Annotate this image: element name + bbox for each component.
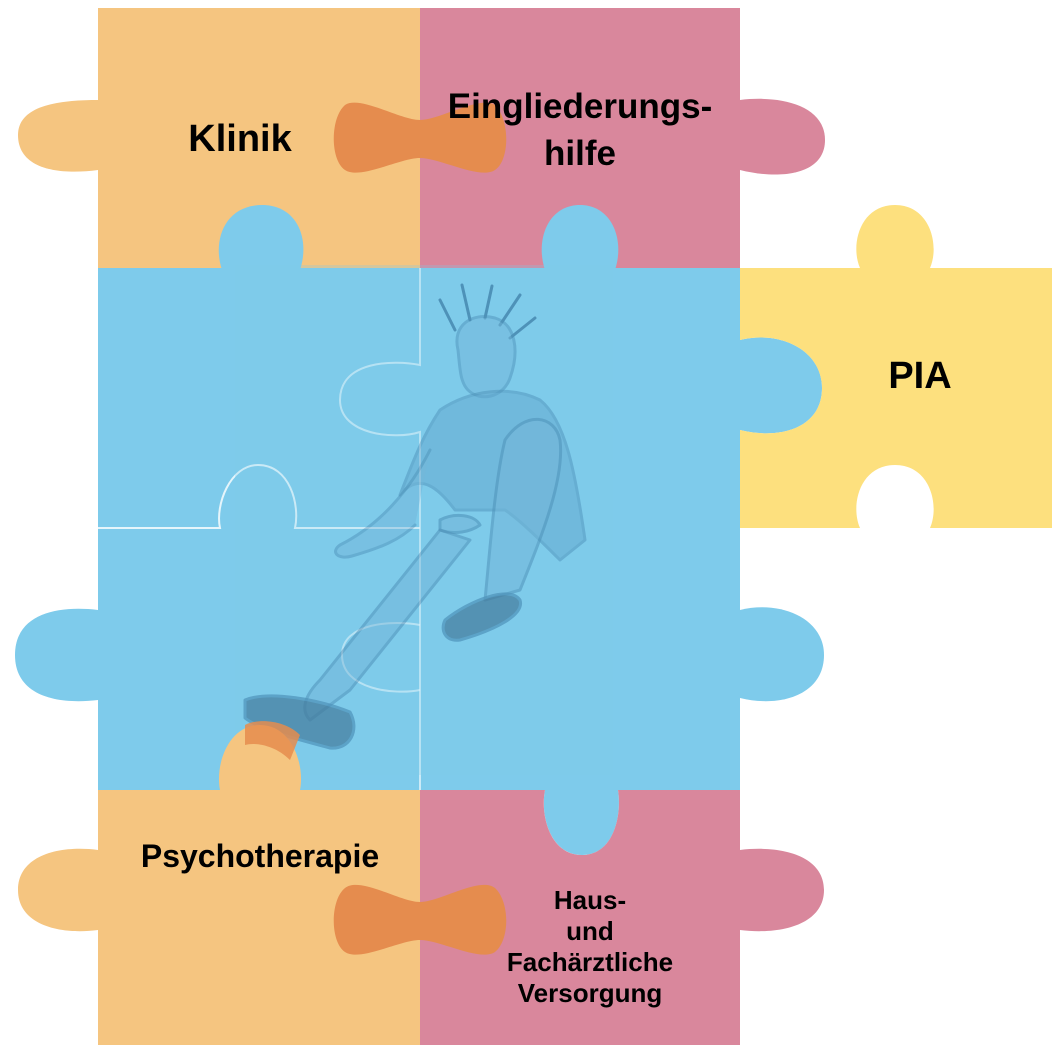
- psychotherapie-piece: [18, 725, 420, 1045]
- haus-fachaerztliche-label: Haus- und Fachärztliche Versorgung: [470, 885, 710, 1009]
- eingliederungshilfe-line2: hilfe: [544, 134, 616, 173]
- pia-label: PIA: [888, 355, 952, 397]
- pia-piece: [740, 205, 1052, 528]
- connector-top: [333, 102, 507, 173]
- haus-line1: Haus-: [553, 885, 627, 915]
- seated-man-illustration: [235, 265, 613, 775]
- connector-bottom: [333, 884, 507, 955]
- connector-small: [245, 721, 300, 760]
- haus-line2: und: [566, 916, 614, 946]
- haus-fachaerztliche-piece: [420, 790, 824, 1045]
- eingliederungshilfe-line1: Eingliederungs-: [447, 87, 713, 126]
- klinik-label: Klinik: [188, 118, 292, 160]
- eingliederungshilfe-label: Eingliederungs- hilfe: [420, 83, 740, 177]
- psychotherapie-label: Psychotherapie: [140, 838, 380, 874]
- haus-line3: Fachärztliche: [506, 947, 674, 977]
- haus-line4: Versorgung: [517, 978, 663, 1008]
- center-piece: [15, 205, 824, 855]
